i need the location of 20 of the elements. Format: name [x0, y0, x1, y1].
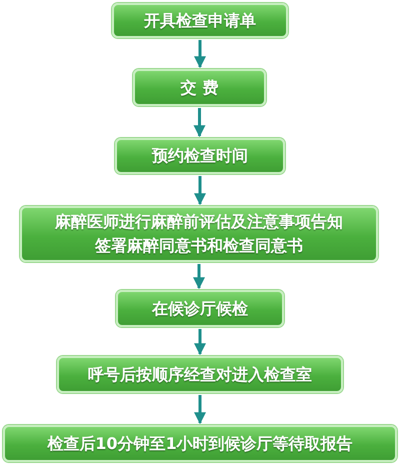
arrow [194, 329, 206, 356]
step-text: 麻醉医师进行麻醉前评估及注意事项告知签署麻醉同意书和检查同意书 [54, 211, 344, 257]
step-text: 交 费 [180, 76, 218, 98]
process-box [115, 138, 285, 174]
step-text: 预约检查时间 [152, 145, 248, 167]
arrow [194, 395, 206, 424]
step-text: 呼号后按顺序经查对进入检查室 [88, 364, 312, 386]
step-text: 检查后10分钟至1小时到候诊厅等待取报告 [47, 432, 353, 454]
arrow [194, 176, 206, 206]
process-box [133, 69, 266, 106]
step-text: 在候诊厅候检 [152, 298, 248, 320]
process-box [116, 290, 284, 327]
process-box [112, 3, 288, 38]
process-box [57, 356, 343, 393]
process-box [20, 206, 378, 262]
arrow [194, 40, 206, 68]
process-box [3, 425, 397, 462]
step-text: 开具检查申请单 [144, 10, 256, 32]
arrow [193, 264, 205, 290]
arrow [194, 108, 206, 138]
